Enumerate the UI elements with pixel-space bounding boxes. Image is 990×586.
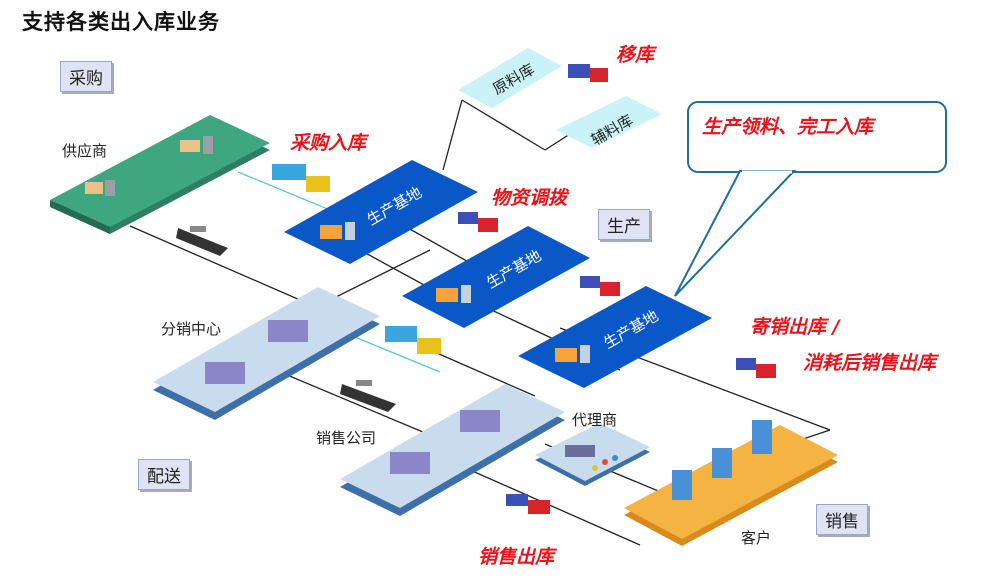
line-raw-aux	[461, 99, 546, 151]
op-sales-out: 销售出库	[478, 546, 555, 568]
line-supplier-center	[129, 225, 301, 301]
building-icon	[672, 470, 692, 500]
truck-icon-base	[580, 276, 620, 296]
warehouse-icon	[268, 320, 308, 342]
truck-icon-transfer	[568, 64, 608, 82]
sales-company-label: 销售公司	[316, 429, 377, 447]
page-title: 支持各类出入库业务	[22, 10, 220, 34]
aux-warehouse: 辅料库	[556, 96, 662, 149]
tag-sales: 销售	[816, 504, 868, 535]
warehouse-icon	[205, 362, 245, 384]
tag-purchase: 采购	[60, 61, 112, 92]
factory-icon	[436, 288, 458, 302]
warehouse-icon	[390, 452, 430, 474]
truck-icon-consign	[736, 358, 776, 378]
customer-label: 客户	[741, 529, 772, 547]
production-base-1: 生产基地	[284, 160, 478, 264]
building-icon	[712, 448, 732, 478]
production-base-3: 生产基地	[518, 286, 712, 388]
ship-icon-center	[340, 380, 396, 412]
callout-box	[674, 101, 947, 297]
truck-icon-sales	[506, 494, 550, 514]
factory-icon	[180, 140, 200, 152]
factory-icon	[320, 225, 342, 239]
raw-warehouse: 原料库	[458, 48, 562, 108]
op-transfer: 移库	[616, 44, 655, 66]
distribution-center-label: 分销中心	[161, 320, 222, 338]
op-purchase-in: 采购入库	[290, 132, 367, 154]
truck-icon-allocation	[458, 212, 498, 232]
op-production-callout: 生产领料、完工入库	[702, 116, 874, 138]
agent-label: 代理商	[572, 411, 618, 429]
warehouse-icon	[460, 410, 500, 432]
supplier-label: 供应商	[62, 142, 108, 160]
ship-icon-supplier	[176, 226, 228, 256]
truck-icon-purchase	[272, 164, 330, 192]
truck-icon-center	[385, 326, 441, 354]
op-consign-out-line1: 寄销出库 /	[750, 316, 840, 338]
line-sales-customer	[469, 469, 641, 546]
cyan-links	[237, 171, 441, 373]
tag-production: 生产	[598, 209, 650, 240]
factory-icon	[85, 182, 103, 194]
production-base-2: 生产基地	[402, 226, 590, 328]
op-consign-out-line2: 消耗后销售出库	[803, 352, 937, 374]
factory-icon	[555, 348, 577, 362]
op-material-allocation: 物资调拨	[491, 187, 568, 209]
building-icon	[752, 420, 772, 454]
store-icon	[565, 445, 595, 457]
distribution-center-platform	[153, 287, 380, 420]
supplier-platform	[50, 115, 270, 234]
customer-platform	[624, 420, 838, 546]
tag-delivery: 配送	[138, 459, 190, 490]
sales-company-platform	[340, 384, 565, 516]
agent-platform	[535, 423, 650, 486]
